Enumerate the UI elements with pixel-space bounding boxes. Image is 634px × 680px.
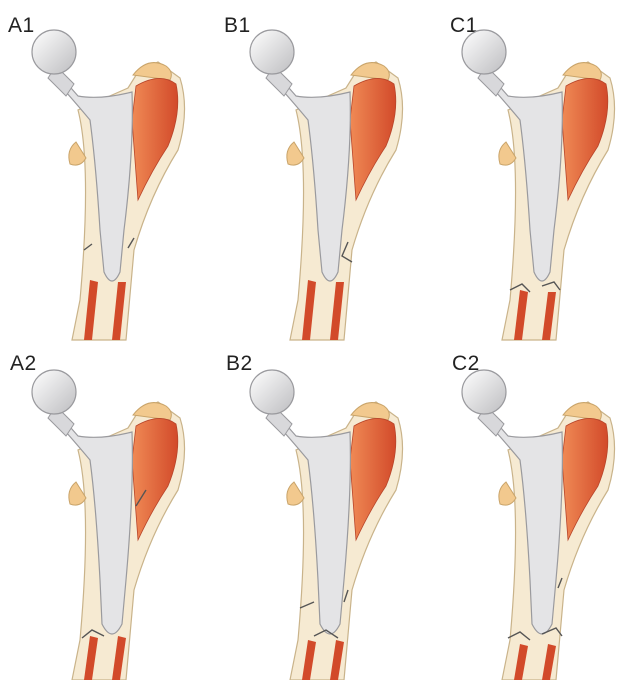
hip-stem-illustration-a1 [0, 0, 200, 340]
hip-stem-illustration-c1 [430, 0, 630, 340]
femoral-head [32, 30, 76, 74]
panel-c1: C1 [430, 0, 630, 330]
hip-stem-illustration-a2 [0, 340, 200, 680]
hip-stem-illustration-b1 [218, 0, 418, 340]
femoral-head [250, 370, 294, 414]
panel-a2: A2 [0, 340, 200, 670]
panel-c2: C2 [430, 340, 630, 670]
femoral-head [462, 30, 506, 74]
femoral-head [32, 370, 76, 414]
panel-b2: B2 [218, 340, 418, 670]
hip-stem-illustration-c2 [430, 340, 630, 680]
femoral-head [250, 30, 294, 74]
panel-a1: A1 [0, 0, 200, 330]
panel-b1: B1 [218, 0, 418, 330]
hip-stem-illustration-b2 [218, 340, 418, 680]
femoral-head [462, 370, 506, 414]
